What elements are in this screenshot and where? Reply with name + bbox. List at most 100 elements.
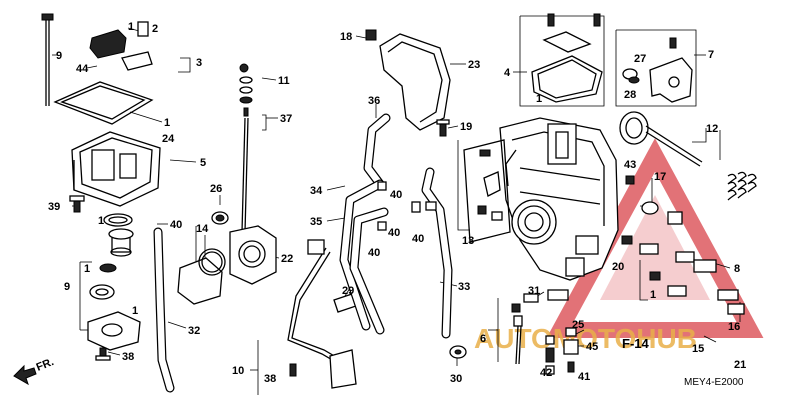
callout-38: 38 [264,373,276,385]
part-float-bowl-5 [71,131,161,207]
part-oring-1a [103,213,133,227]
callout-44: 44 [76,63,89,75]
callout-7: 7 [708,49,714,61]
callout-17: 17 [654,171,666,183]
part-hose-32 [153,227,175,393]
callout-45: 45 [586,341,598,353]
callout-1: 1 [128,21,134,33]
callout-1: 1 [536,93,542,105]
part-nut-26 [211,211,229,225]
callout-19: 19 [460,121,472,133]
callout-13: 13 [462,235,474,247]
callout-41: 41 [578,371,590,383]
part-hose-34 [339,179,385,331]
callout-22: 22 [281,253,293,265]
callout-29: 29 [342,285,354,297]
callout-6: 6 [480,333,486,345]
callout-14: 14 [196,223,209,235]
callout-numbers: 1 2 3 9 44 1 24 5 39 1 40 1 9 1 38 32 11… [48,21,746,385]
part-hose-35 [349,207,389,335]
part-cable-10 [287,239,357,389]
diagram-code: MEY4-E2000 [684,377,744,388]
part-needle-37 [239,63,253,233]
callout-12: 12 [706,123,718,135]
part-group-7-box [615,29,697,107]
callout-1: 1 [132,305,138,317]
part-spring-1b [89,263,117,300]
part-screw-group-17 [621,175,683,245]
callout-32: 32 [188,325,200,337]
part-valve-assy [108,228,134,257]
callout-20: 20 [612,261,624,273]
callout-40: 40 [388,227,400,239]
callout-40: 40 [368,247,380,259]
part-jet-41 [563,327,579,373]
callout-1: 1 [164,117,170,129]
callout-1: 1 [650,289,656,301]
callout-1: 1 [84,263,90,275]
part-top-cover-4 [531,13,603,103]
callout-26: 26 [210,183,222,195]
front-arrow-label: FR. [35,356,56,374]
callout-25: 25 [572,319,584,331]
callout-18: 18 [340,31,352,43]
callout-15: 15 [692,343,704,355]
callout-28: 28 [624,89,636,101]
callout-3: 3 [196,57,202,69]
callout-2: 2 [152,23,158,35]
callout-37: 37 [280,113,292,125]
callout-31: 31 [528,285,540,297]
callout-40: 40 [412,233,424,245]
callout-27: 27 [634,53,646,65]
callout-33: 33 [458,281,470,293]
part-clamp-30 [449,345,467,359]
callout-4: 4 [504,67,511,79]
callout-8: 8 [734,263,740,275]
part-screw-39 [69,195,85,213]
part-group-4-box [519,15,605,107]
part-jets-31 [511,289,569,365]
watermark-text: AUTOMOTOHUB [474,323,697,354]
callout-9: 9 [56,50,62,62]
part-screw-19 [436,119,450,137]
callout-38: 38 [122,351,134,363]
part-hose-33 [421,167,453,339]
part-linkage-13 [463,139,511,243]
part-gasket-14 [177,248,226,305]
part-valve-group-8 [639,243,745,315]
callout-39: 39 [48,201,60,213]
part-pump-body [87,311,141,361]
callout-10: 10 [232,365,244,377]
callout-42: 42 [540,367,552,379]
part-gasket-24 [53,81,154,125]
callout-5: 5 [200,157,206,169]
part-cover-22 [229,225,277,285]
callout-11: 11 [278,75,290,87]
part-rod-9 [41,13,54,106]
front-direction-arrow [13,364,37,386]
part-throttle-shaft-12 [619,111,703,167]
callout-16: 16 [728,321,740,333]
callout-34: 34 [310,185,323,197]
part-spring-12b [727,171,757,201]
figure-reference: F-14 [622,336,650,351]
callout-24: 24 [162,133,175,145]
part-link-7 [622,37,693,103]
part-fittings-40 [377,181,437,231]
callout-40: 40 [390,189,402,201]
callout-1: 1 [98,215,104,227]
part-carburetor-body [499,117,619,281]
callout-21: 21 [734,359,746,371]
callout-40: 40 [170,219,182,231]
part-jet-42 [545,335,555,375]
callout-43: 43 [624,159,636,171]
callout-35: 35 [310,216,322,228]
callout-36: 36 [368,95,380,107]
part-hose-36 [363,113,391,189]
callout-9: 9 [64,281,70,293]
part-screw-38b [289,363,297,377]
callout-23: 23 [468,59,480,71]
part-cover-23 [365,29,451,131]
